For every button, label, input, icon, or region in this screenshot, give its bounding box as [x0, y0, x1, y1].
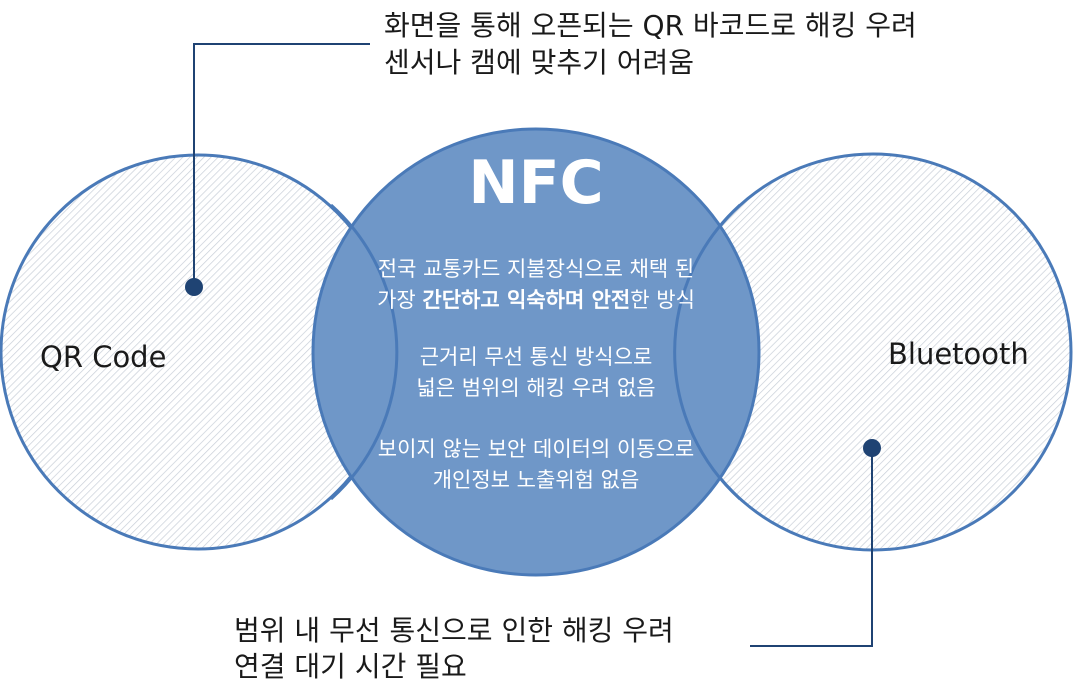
qr-circle-overlap-arc: [330, 203, 399, 501]
qr-leader-dot: [185, 278, 203, 296]
nfc-p1-line2-bold: 간단하고 익숙하며 안전: [422, 288, 630, 312]
qr-code-label: QR Code: [40, 340, 166, 374]
bluetooth-label: Bluetooth: [888, 337, 1029, 371]
nfc-p2-line2: 넓은 범위의 해킹 우려 없음: [416, 376, 655, 400]
nfc-p1-line2: 가장 간단하고 익숙하며 안전한 방식: [377, 288, 695, 312]
nfc-p2-line1: 근거리 무선 통신 방식으로: [420, 345, 653, 369]
bluetooth-leader-line: [750, 448, 873, 647]
bluetooth-leader-dot: [863, 439, 881, 457]
nfc-circle: [311, 127, 761, 577]
qr-note-line2: 센서나 캠에 맞추기 어려움: [384, 46, 694, 79]
nfc-title: NFC: [468, 148, 603, 218]
nfc-p1-line2-post: 한 방식: [630, 288, 695, 312]
nfc-p3-line2: 개인정보 노출위험 없음: [433, 468, 640, 492]
qr-leader-line: [193, 43, 370, 287]
qr-note-line1: 화면을 통해 오픈되는 QR 바코드로 해킹 우려: [384, 9, 917, 42]
bluetooth-circle-overlap-arc: [673, 203, 742, 501]
nfc-p1-line1: 전국 교통카드 지불장식으로 채택 된: [378, 257, 695, 281]
bluetooth-note-line1: 범위 내 무선 통신으로 인한 해킹 우려: [234, 614, 674, 647]
bluetooth-note-line2: 연결 대기 시간 필요: [234, 650, 467, 683]
nfc-p1-line2-pre: 가장: [377, 288, 422, 312]
nfc-p3-line1: 보이지 않는 보안 데이터의 이동으로: [378, 437, 695, 461]
